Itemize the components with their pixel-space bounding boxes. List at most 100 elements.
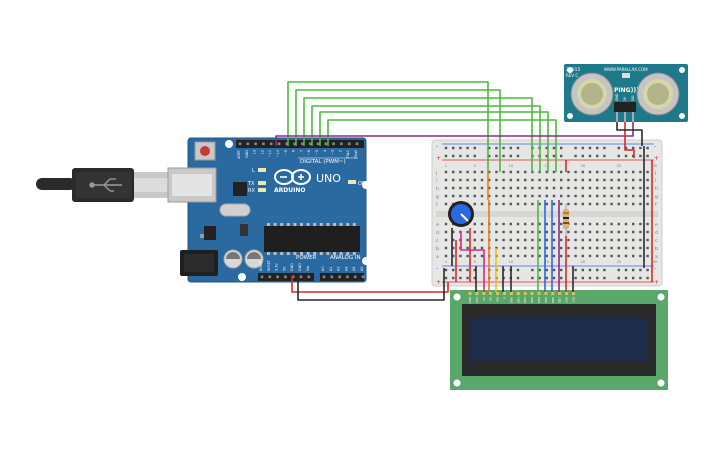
wire-green-3	[303, 97, 533, 172]
wire-green-6	[327, 119, 557, 172]
header-pin	[293, 142, 296, 146]
led-l-label: L	[252, 168, 255, 174]
analog-pin-label: A4	[352, 267, 356, 271]
analog-pin-label: A3	[344, 267, 348, 271]
header-pin	[307, 275, 311, 279]
digital-pin-label: 12	[260, 150, 264, 154]
header-pin	[338, 275, 341, 279]
potentiometer[interactable]	[448, 201, 474, 227]
analog-pin-label: A2	[337, 267, 341, 271]
lcd-pin	[516, 292, 520, 295]
digital-pin-label: GND	[245, 150, 249, 158]
analog-pin-label: A5	[360, 267, 364, 271]
row-letter: g	[655, 195, 658, 200]
col-number: 20	[581, 260, 586, 264]
lcd-screen	[470, 318, 648, 362]
crystal	[219, 203, 251, 217]
header-pin	[353, 275, 357, 279]
lcd-pin	[496, 292, 500, 295]
sensor-name: PING)))	[614, 87, 639, 94]
lcd-pin	[503, 292, 506, 295]
power-pin-label: GND	[298, 263, 302, 271]
header-pin	[285, 142, 289, 146]
header-pin	[276, 275, 279, 279]
col-number: 30	[653, 260, 658, 264]
lcd-pin-label: DB7	[558, 297, 562, 303]
lcd-pin	[558, 292, 562, 295]
digital-pin-label: ~9	[284, 150, 288, 155]
power-pin-label: Vin	[306, 266, 310, 271]
sensor-part: 28015	[566, 67, 580, 73]
row-letter: b	[436, 246, 439, 252]
arduino-logo-icon	[274, 169, 311, 185]
header-pin	[316, 142, 320, 146]
lcd-pin-label: DB3	[530, 297, 534, 303]
svg-text:-: -	[436, 143, 438, 150]
digital-header-pins	[238, 142, 359, 146]
svg-text:-: -	[654, 265, 656, 272]
lcd-pin	[551, 292, 555, 295]
lcd-pin	[530, 292, 534, 295]
row-letter: i	[655, 178, 656, 184]
col-number: 10	[509, 164, 514, 168]
lcd-pin	[475, 292, 479, 295]
row-letter: h	[436, 186, 439, 192]
sensor-brand: WWW.PARALLAX.COM	[604, 67, 648, 72]
analog-pin-label: A0	[321, 267, 325, 271]
lcd-pin	[468, 292, 472, 295]
led-rx-label: RX	[248, 188, 255, 194]
row-letter: a	[436, 255, 439, 260]
col-number: 10	[509, 260, 514, 264]
digital-pin-label: ~3	[331, 150, 335, 155]
digital-pin-label: 8	[292, 150, 296, 152]
digital-pin-label: 13	[253, 150, 257, 154]
lcd-pin-label: DB0	[509, 297, 513, 303]
arduino-brand: ARDUINO	[274, 187, 305, 194]
header-pin	[332, 142, 335, 146]
col-number: 30	[653, 164, 658, 168]
row-letter: a	[655, 255, 658, 260]
digital-pin-label: RX◂0	[354, 150, 358, 159]
sensor-pin-label: SIG	[631, 95, 635, 101]
arduino-model: UNO	[316, 172, 341, 185]
col-number: 25	[617, 260, 622, 264]
sensor-pin-label: 5V	[623, 96, 627, 101]
header-pin	[301, 142, 304, 146]
header-pin	[308, 142, 312, 146]
wires	[275, 81, 653, 301]
lcd-pin-label: DB5	[544, 297, 548, 303]
usb-icon	[89, 178, 122, 192]
header-pin	[269, 142, 273, 146]
wire-green-5	[319, 111, 549, 172]
wire-green-1	[287, 81, 489, 172]
col-number: 15	[545, 260, 550, 264]
header-pin	[284, 275, 287, 279]
col-number: 1	[445, 260, 447, 264]
rail-signs: - + - + - + - +	[436, 143, 659, 286]
header-pin	[246, 142, 250, 146]
header-pin	[291, 275, 295, 279]
ping-ultrasonic-sensor[interactable]: 28015 REV C WWW.PARALLAX.COM PING))) GND…	[564, 64, 688, 122]
usb-chip	[233, 182, 247, 196]
header-pin	[346, 275, 349, 279]
svg-text:+: +	[436, 155, 441, 162]
lcd-pin	[544, 292, 548, 295]
col-number: 1	[445, 164, 447, 168]
lcd-pin	[537, 292, 541, 295]
transducer-right	[636, 72, 680, 116]
lcd-pin-label: GND	[468, 297, 472, 303]
svg-text:-: -	[654, 143, 656, 150]
analog-label: ANALOG IN	[330, 255, 361, 261]
power-pin-label: RESET	[267, 259, 271, 271]
lcd-pin-label: RS	[489, 297, 493, 301]
lcd-pin	[482, 292, 486, 295]
digital-pin-label: ~10	[276, 150, 280, 157]
header-pin	[238, 142, 242, 146]
svg-text:+: +	[654, 279, 659, 286]
row-letter: c	[436, 239, 439, 244]
col-number: 20	[581, 164, 586, 168]
